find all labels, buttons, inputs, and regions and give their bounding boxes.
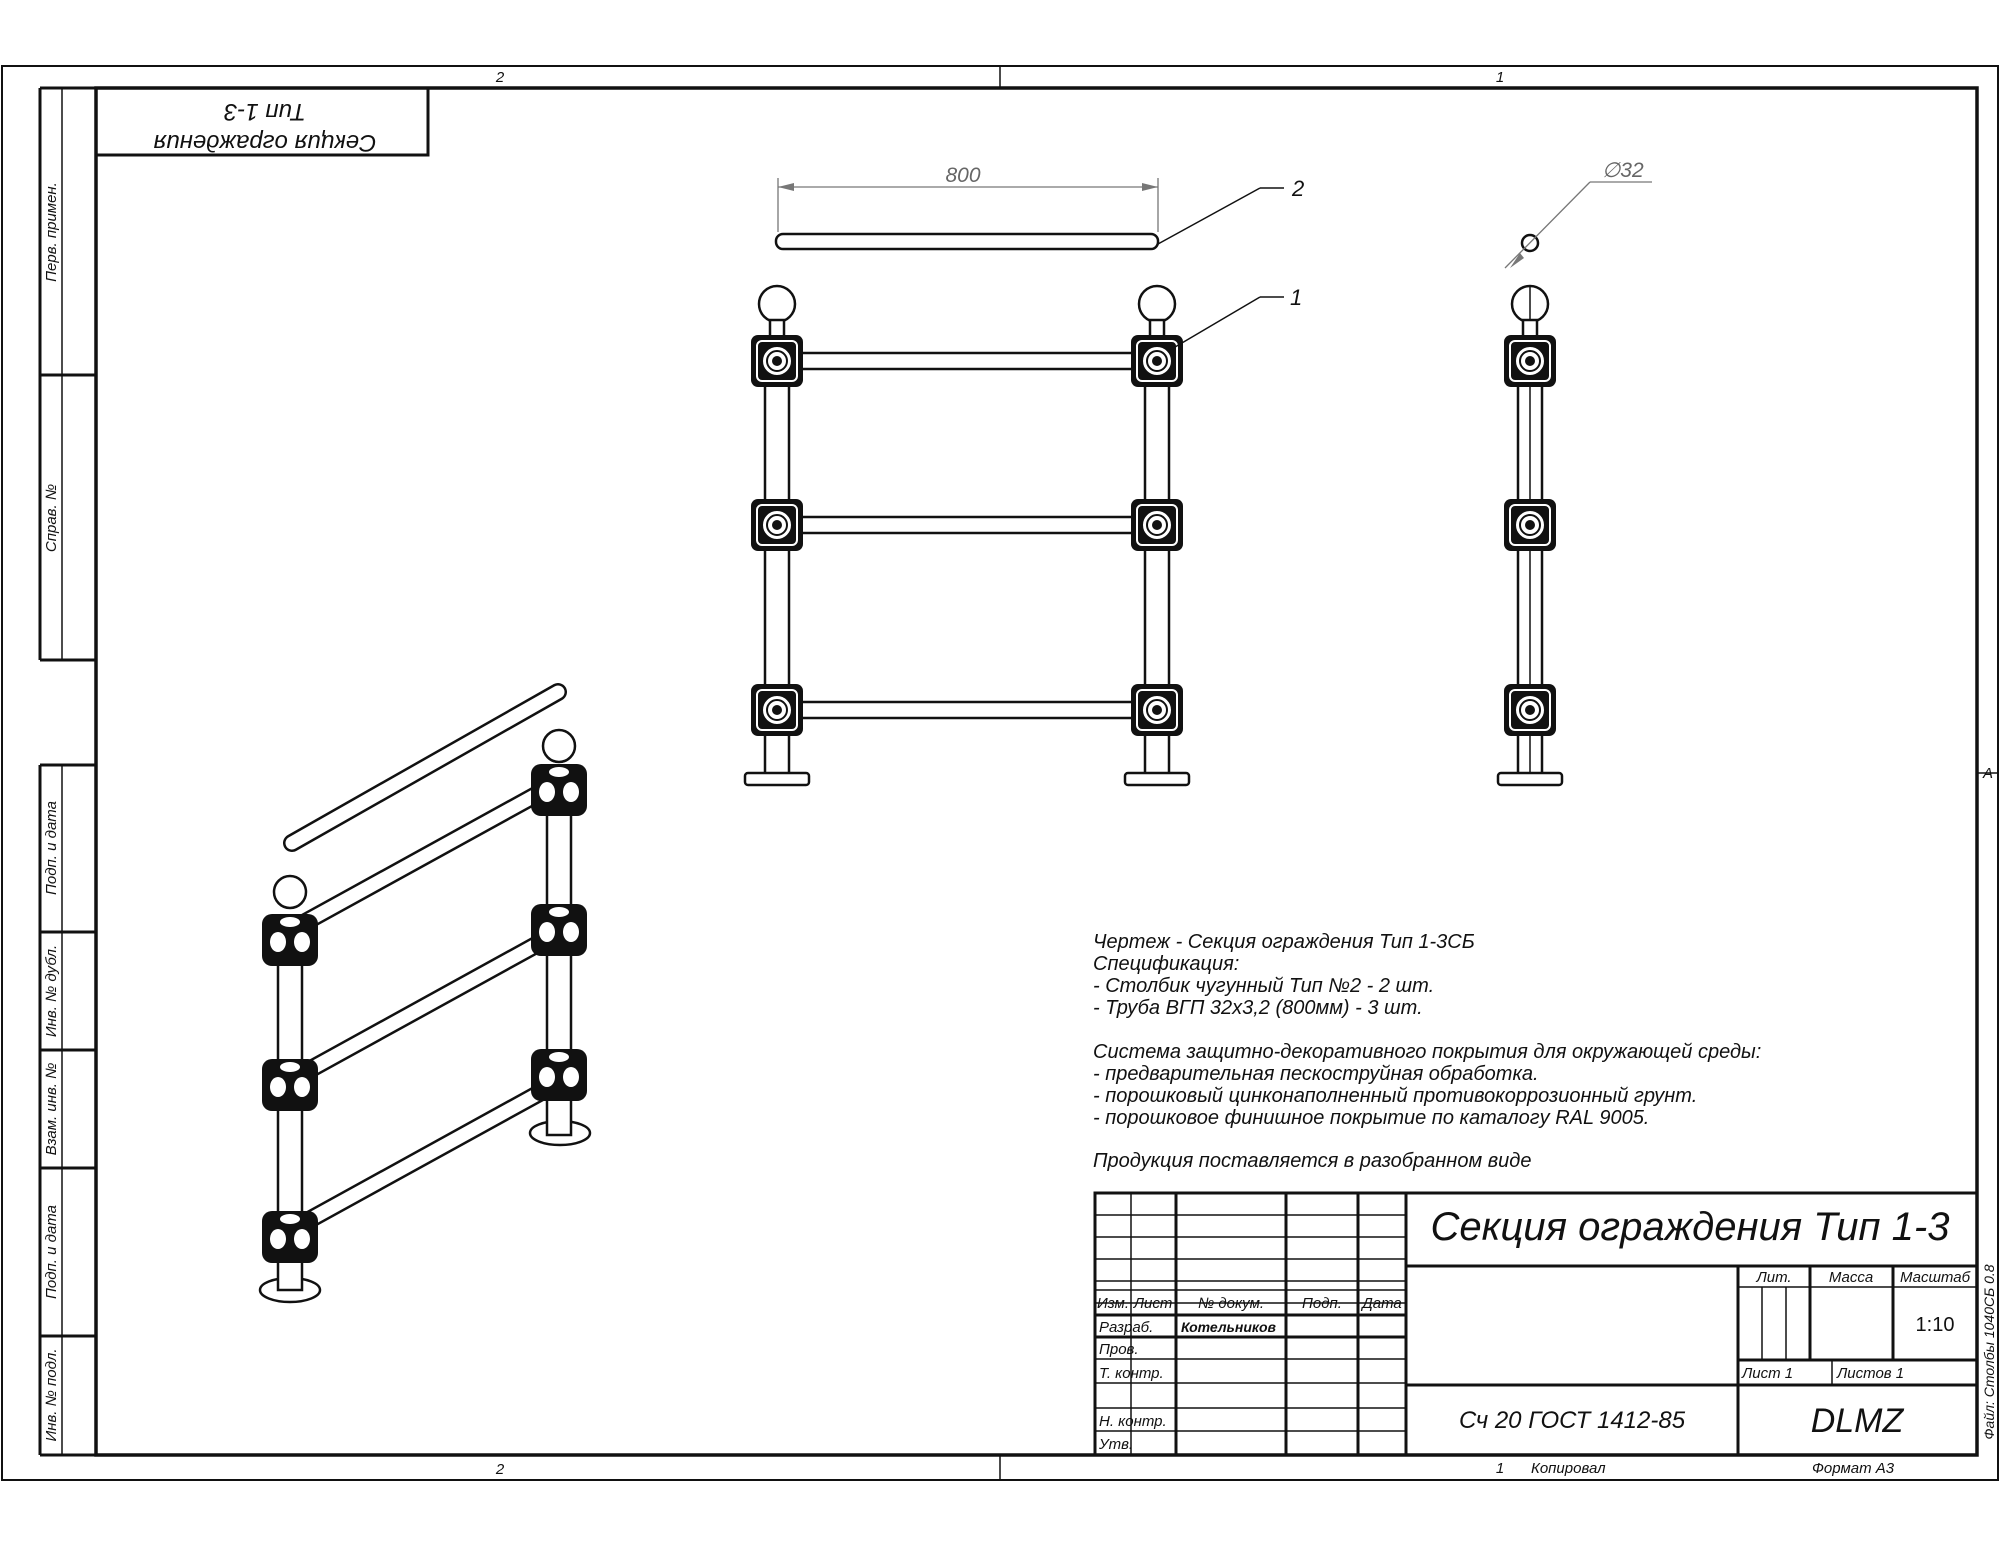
rotated-title-line2: Тип 1-3: [223, 98, 305, 125]
loose-pipe: [774, 232, 1160, 251]
rotated-title-line1: Секция ограждения: [153, 129, 376, 156]
developer-name: Котельников: [1181, 1319, 1277, 1335]
footer-copied: Копировал: [1531, 1460, 1606, 1477]
side-view: ∅32: [1496, 159, 1652, 787]
label-inv-no-podl: Инв. № подл.: [43, 1348, 60, 1441]
role-n-kontr: Н. контр.: [1099, 1413, 1167, 1430]
drawing-frame: [94, 86, 1979, 1457]
label-podp-data-1: Подп. и дата: [43, 801, 60, 895]
zone-top-left: 2: [495, 69, 505, 86]
lit-label: Лит.: [1755, 1269, 1791, 1286]
isometric-view: [258, 683, 592, 1304]
label-sprav-no: Справ. №: [43, 484, 60, 552]
hdr-data: Дата: [1360, 1295, 1402, 1312]
hdr-podp: Подп.: [1302, 1295, 1342, 1312]
label-podp-data-2: Подп. и дата: [43, 1205, 60, 1299]
hdr-list: Лист: [1133, 1295, 1173, 1312]
dim-diameter: ∅32: [1602, 159, 1644, 182]
material: Сч 20 ГОСТ 1412-85: [1459, 1407, 1686, 1434]
scale-value: 1:10: [1916, 1314, 1955, 1336]
footer-zone: 1: [1496, 1460, 1504, 1477]
note-line: - Труба ВГП 32х3,2 (800мм) - 3 шт.: [1093, 997, 1423, 1019]
label-perv-primen: Перв. примен.: [43, 182, 60, 282]
massa-label: Масса: [1829, 1269, 1873, 1286]
callout-2: 2: [1291, 176, 1304, 201]
note-line: Чертеж - Секция ограждения Тип 1-3СБ: [1093, 931, 1475, 953]
note-line: - Столбик чугунный Тип №2 - 2 шт.: [1093, 975, 1434, 997]
note-line: - предварительная пескоструйная обработк…: [1093, 1063, 1539, 1085]
company-name: DLMZ: [1811, 1402, 1905, 1440]
role-utv: Утв.: [1098, 1436, 1133, 1453]
role-t-kontr: Т. контр.: [1099, 1365, 1164, 1382]
zone-top-right: 1: [1496, 69, 1504, 86]
masshtab-label: Масштаб: [1900, 1269, 1971, 1286]
hdr-izm: Изм.: [1097, 1295, 1129, 1312]
front-view: 800 2 1: [743, 164, 1304, 787]
callout-1: 1: [1290, 285, 1302, 310]
hdr-doc-no: № докум.: [1198, 1295, 1264, 1312]
drawing-title: Секция ограждения Тип 1-3: [1431, 1205, 1950, 1249]
footer-format: Формат А3: [1812, 1460, 1895, 1477]
note-line: Спецификация:: [1093, 953, 1239, 975]
zone-right: A: [1982, 765, 1993, 782]
title-block: Изм. Лист № докум. Подп. Дата Разраб. Ко…: [1093, 1191, 1979, 1457]
note-line: Продукция поставляется в разобранном вид…: [1093, 1150, 1531, 1172]
role-prov: Пров.: [1099, 1341, 1139, 1358]
file-label: Файл: Столбы 1040СБ 0.8: [1981, 1264, 1997, 1439]
left-strip: Перв. примен. Справ. № Подп. и дата Инв.…: [38, 86, 96, 1457]
sheets-total: Листов 1: [1836, 1365, 1904, 1382]
note-line: - порошковый цинконаполненный противокор…: [1093, 1085, 1697, 1107]
label-inv-no-dubl: Инв. № дубл.: [43, 945, 60, 1037]
note-line: - порошковое финишное покрытие по катало…: [1093, 1107, 1649, 1129]
rotated-title-box: Секция ограждения Тип 1-3: [96, 88, 430, 157]
notes: Чертеж - Секция ограждения Тип 1-3СБ Спе…: [1093, 931, 1761, 1172]
dim-length: 800: [945, 164, 980, 187]
zone-bottom-left: 2: [495, 1461, 505, 1478]
note-line: Система защитно-декоративного покрытия д…: [1093, 1041, 1761, 1063]
label-vzam-inv-no: Взам. инв. №: [43, 1063, 60, 1156]
sheet-number: Лист 1: [1741, 1365, 1793, 1382]
role-razrab: Разраб.: [1099, 1319, 1153, 1336]
